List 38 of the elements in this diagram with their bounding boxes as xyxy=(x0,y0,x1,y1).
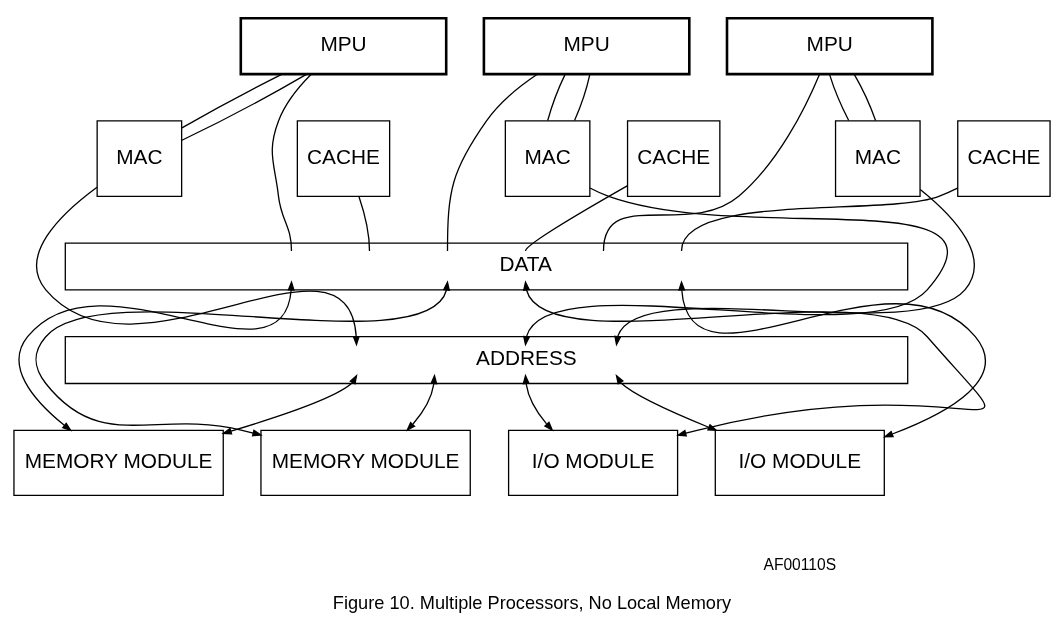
node-box: MEMORY MODULE xyxy=(13,429,224,496)
node-box: I/O MODULE xyxy=(507,429,679,496)
connector xyxy=(602,73,821,252)
label: AF00110S xyxy=(763,555,837,573)
arrow xyxy=(614,188,975,347)
connector xyxy=(853,73,877,122)
node-box: CACHE xyxy=(957,120,1051,197)
arrow xyxy=(36,186,360,347)
arrow xyxy=(18,280,295,432)
node-box: MPU xyxy=(239,16,448,76)
arrow xyxy=(678,280,986,438)
node-box: CACHE xyxy=(296,120,391,197)
node-box: MAC xyxy=(834,120,921,197)
connector xyxy=(573,73,591,122)
node-box: MEMORY MODULE xyxy=(260,429,471,496)
arrow xyxy=(405,373,438,432)
node-box: CACHE xyxy=(626,120,721,197)
node-box: MPU xyxy=(725,16,934,76)
node-box: MAC xyxy=(96,120,183,197)
caption: Figure 10. Multiple Processors, No Local Memory xyxy=(332,592,732,613)
arrow xyxy=(522,373,554,432)
connector xyxy=(524,185,628,252)
connector xyxy=(828,73,850,122)
connector xyxy=(680,187,959,252)
node-box: MPU xyxy=(482,16,691,76)
arrow xyxy=(221,374,358,435)
connector xyxy=(358,195,371,252)
arrow xyxy=(522,187,948,347)
node-box: MAC xyxy=(504,120,591,197)
connector xyxy=(181,73,283,129)
node-box: I/O MODULE xyxy=(714,429,885,496)
connector xyxy=(547,73,566,122)
connector xyxy=(181,73,307,141)
connector xyxy=(271,73,312,252)
arrow xyxy=(35,280,451,437)
arrow xyxy=(522,280,986,437)
arrow xyxy=(615,374,719,431)
connector xyxy=(446,73,538,252)
